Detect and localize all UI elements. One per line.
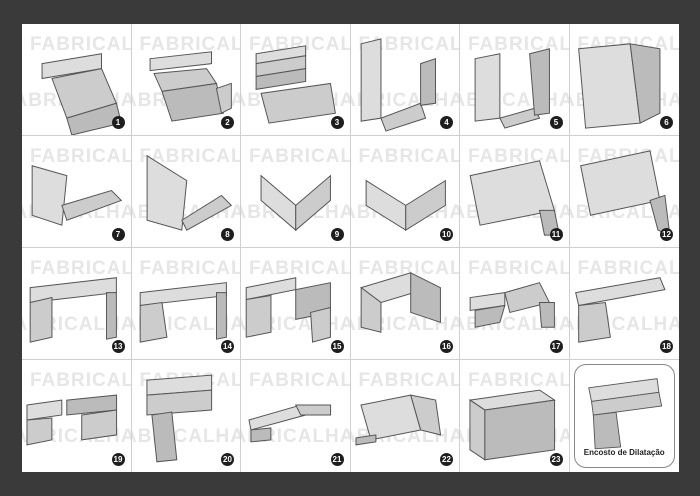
special-item-frame: Encosto de Dilatação	[573, 364, 675, 468]
watermark-text: FABRICALHAS	[577, 258, 680, 279]
watermark-text: FABRICALHAS	[358, 146, 460, 167]
profile-drawing	[579, 150, 670, 236]
watermark-text: FABRICALHAS	[468, 146, 570, 167]
watermark-text: FABRICALHAS	[468, 34, 570, 55]
watermark-text: FABRICALHAS	[139, 258, 241, 279]
profile-drawing	[354, 394, 441, 446]
profile-item-encosto-dilatacao: Encosto de Dilatação	[570, 360, 680, 472]
profile-number-badge: 15	[330, 340, 344, 353]
profile-number-badge: 6	[660, 116, 673, 129]
watermark-text: FABRICALHAS	[358, 258, 460, 279]
profile-item-21: FABRICALHASFABRICALHAS21	[241, 360, 351, 472]
profile-item-14: FABRICALHASFABRICALHAS14	[131, 248, 241, 360]
profile-catalog-sheet: FABRICALHASFABRICALHAS1FABRICALHASFABRIC…	[22, 24, 679, 472]
profile-item-23: FABRICALHASFABRICALHAS23	[460, 360, 570, 472]
profile-number-badge: 17	[549, 340, 563, 353]
profile-number-badge: 22	[440, 453, 453, 466]
profile-item-7: FABRICALHASFABRICALHAS7	[22, 136, 132, 248]
profile-item-9: FABRICALHASFABRICALHAS9	[241, 136, 351, 248]
watermark-text: FABRICALHAS	[468, 370, 570, 391]
profile-drawing	[26, 394, 118, 446]
profile-item-15: FABRICALHASFABRICALHAS15	[241, 248, 351, 360]
profile-item-4: FABRICALHASFABRICALHAS4	[350, 24, 460, 136]
profile-grid: FABRICALHASFABRICALHAS1FABRICALHASFABRIC…	[22, 24, 679, 472]
profile-drawing	[41, 53, 122, 135]
profile-drawing	[577, 43, 660, 129]
watermark-text: FABRICALHAS	[249, 258, 351, 279]
watermark-text: FABRICALHAS	[30, 258, 132, 279]
profile-drawing	[145, 374, 212, 463]
watermark-text: FABRICALHAS	[468, 258, 570, 279]
profile-drawing	[29, 277, 117, 343]
profile-drawing	[359, 271, 441, 333]
profile-number-badge: 20	[221, 453, 234, 466]
profile-number-badge: 21	[330, 453, 344, 466]
profile-item-6: FABRICALHASFABRICALHAS6	[569, 24, 679, 136]
profile-number-badge: 1	[111, 116, 125, 129]
profile-drawing	[248, 404, 332, 443]
profile-drawing	[468, 389, 556, 461]
profile-drawing	[31, 165, 123, 226]
profile-item-17: FABRICALHASFABRICALHAS17	[460, 248, 570, 360]
profile-item-2: FABRICALHASFABRICALHAS2	[131, 24, 241, 136]
special-item-label: Encosto de Dilatação	[583, 448, 665, 457]
profile-item-10: FABRICALHASFABRICALHAS10	[350, 136, 460, 248]
profile-number-badge: 2	[221, 116, 234, 129]
profile-drawing	[260, 174, 331, 232]
watermark-text: FABRICALHAS	[30, 34, 132, 55]
watermark-text: FABRICALHAS	[358, 370, 460, 391]
profile-item-1: FABRICALHASFABRICALHAS1	[22, 24, 132, 136]
profile-drawing	[146, 154, 232, 231]
profile-number-badge: 11	[549, 228, 563, 241]
profile-number-badge: 14	[221, 340, 234, 353]
profile-number-badge: 9	[330, 228, 344, 241]
watermark-text: FABRICALHAS	[249, 370, 351, 391]
profile-number-badge: 12	[660, 228, 673, 241]
profile-item-3: FABRICALHASFABRICALHAS3	[241, 24, 351, 136]
profile-drawing	[587, 378, 662, 450]
profile-item-16: FABRICALHASFABRICALHAS16	[350, 248, 460, 360]
profile-item-5: FABRICALHASFABRICALHAS5	[460, 24, 570, 136]
profile-number-badge: 18	[660, 340, 673, 353]
profile-item-12: FABRICALHASFABRICALHAS12	[569, 136, 679, 248]
profile-drawing	[574, 277, 666, 343]
profile-number-badge: 3	[330, 116, 344, 129]
profile-drawing	[255, 45, 336, 124]
profile-number-badge: 19	[111, 453, 125, 466]
watermark-text: FABRICALHAS	[249, 34, 351, 55]
profile-number-badge: 13	[111, 340, 125, 353]
profile-item-18: FABRICALHASFABRICALHAS18	[569, 248, 680, 360]
watermark-text: FABRICALHAS	[30, 370, 132, 391]
profile-number-badge: 10	[440, 228, 453, 241]
profile-drawing	[360, 38, 436, 132]
profile-item-13: FABRICALHASFABRICALHAS13	[22, 248, 132, 360]
watermark-text: FABRICALHAS	[30, 146, 132, 167]
profile-drawing	[469, 282, 555, 328]
profile-drawing	[474, 48, 550, 129]
watermark-text: FABRICALHAS	[358, 34, 460, 55]
profile-number-badge: 16	[440, 340, 453, 353]
profile-number-badge: 5	[549, 116, 563, 129]
profile-item-19: FABRICALHASFABRICALHAS19	[22, 360, 132, 472]
profile-number-badge: 8	[221, 228, 234, 241]
profile-number-badge: 4	[440, 116, 453, 129]
profile-number-badge: 7	[111, 228, 125, 241]
watermark-text: FABRICALHAS	[139, 146, 241, 167]
profile-drawing	[139, 282, 227, 343]
profile-item-8: FABRICALHASFABRICALHAS8	[131, 136, 241, 248]
watermark-text: FABRICALHAS	[139, 34, 241, 55]
profile-item-20: FABRICALHASFABRICALHAS20	[132, 360, 241, 472]
profile-item-22: FABRICALHASFABRICALHAS22	[351, 360, 460, 472]
profile-drawing	[245, 277, 331, 343]
watermark-text: FABRICALHAS	[249, 146, 351, 167]
profile-drawing	[365, 179, 446, 232]
profile-number-badge: 23	[549, 453, 563, 466]
profile-item-11: FABRICALHASFABRICALHAS11	[460, 136, 570, 248]
profile-drawing	[149, 51, 232, 122]
